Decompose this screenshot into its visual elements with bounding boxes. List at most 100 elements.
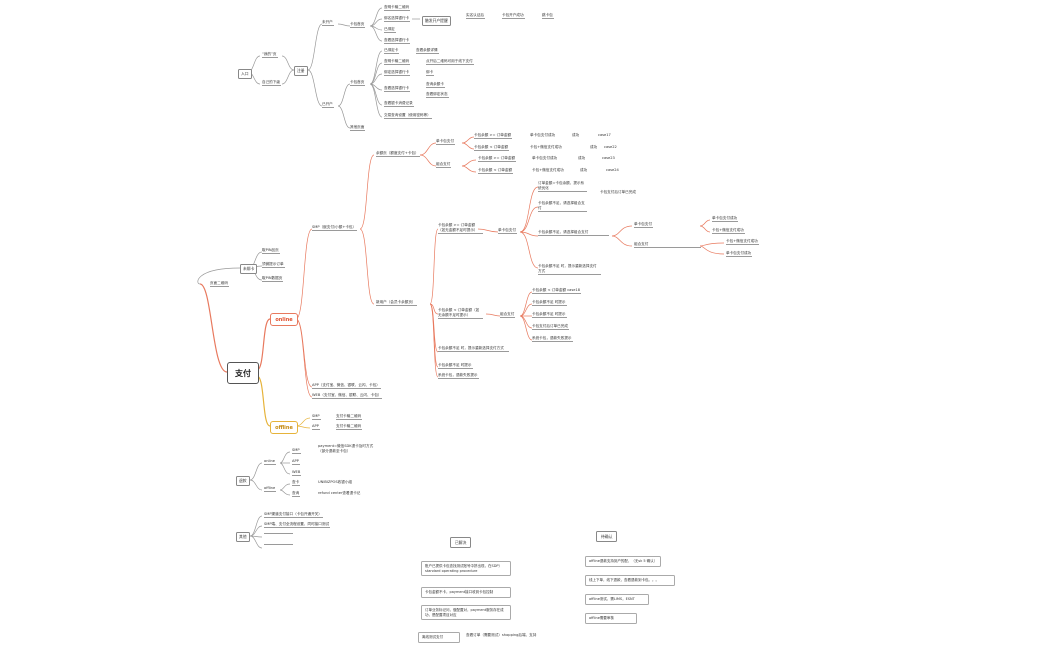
rule-left-node[interactable]: 卡包余额 >= 订单金额（如无金额不足时提示） xyxy=(438,223,483,234)
refund-offline[interactable]: offline xyxy=(264,486,277,492)
combo-pay-node[interactable]: 组合支付 xyxy=(436,162,452,168)
new-user-label[interactable]: 未开户 xyxy=(322,20,334,26)
open-notice[interactable]: 触发开户提醒 xyxy=(422,16,451,26)
leaf-card[interactable]: 单卡包支付成功 xyxy=(712,216,739,222)
left-item-3[interactable]: 取PIN数据页 xyxy=(262,276,284,282)
rule-0-res: 单卡包支付成功 xyxy=(530,133,556,137)
old-sub-2[interactable]: 绑卡 xyxy=(426,70,435,76)
notice-step-2[interactable]: 跳卡包 xyxy=(542,13,554,19)
old-sub-1[interactable]: 点开后二维码可用于线下支付 xyxy=(426,59,474,65)
misc-node-2[interactable]: 系统卡包，退款失败提示 xyxy=(438,373,479,379)
leaf-combo[interactable]: 卡包+微信支付成功 xyxy=(712,228,745,234)
single-pay-node[interactable]: 单卡包支付 xyxy=(436,139,455,145)
old-item-0[interactable]: 已绑定卡 xyxy=(384,48,400,54)
resolved-card-3[interactable]: 离线测试支付 xyxy=(418,632,460,643)
refund-web[interactable]: WEB xyxy=(292,470,302,476)
refund-node[interactable]: 退款 xyxy=(236,476,250,486)
leaf-single-2[interactable]: 单卡包支付成功 xyxy=(726,251,753,257)
refund-app[interactable]: APP xyxy=(292,459,300,465)
combo-item-2[interactable]: 卡包余额不足，请选择组合支付 xyxy=(538,201,587,212)
todo-card-1[interactable]: 线上下单，线下退款，查看退款到卡包。。。 xyxy=(585,575,675,586)
notice-step-1[interactable]: 卡包开户成功 xyxy=(502,13,525,19)
misc-node-1[interactable]: 卡包余额不足 时提示 xyxy=(438,363,473,369)
combo-sub-0[interactable]: 卡包余额 < 订单金额 case18 xyxy=(532,288,582,294)
misc-node-0[interactable]: 卡包余额不足 时，提示重新选择支付方式 xyxy=(438,346,509,352)
single-pay-sub[interactable]: 单卡包支付 xyxy=(498,228,517,234)
entry-subordinate[interactable]: 自己的下级 xyxy=(262,80,281,86)
offline-app-val[interactable]: 支付卡输二维码 xyxy=(336,424,363,430)
other-node[interactable]: 其他 xyxy=(236,532,250,542)
leaf-combo-2[interactable]: 卡包+微信支付成功 xyxy=(726,239,759,245)
refund-off-0[interactable]: 查卡 xyxy=(292,480,301,486)
left-item-2[interactable]: 须微提示订单 xyxy=(262,262,285,268)
combo-sub-2[interactable]: 卡包余额不足 时提示 xyxy=(532,312,567,318)
offline-smp[interactable]: SMP xyxy=(312,414,321,420)
combo-pay-sub[interactable]: 组合支付 xyxy=(500,312,516,318)
todo-card-2[interactable]: offline测试，需LIMS，ESNT xyxy=(585,594,649,605)
old-sub-4[interactable]: 查看绑定状态 xyxy=(426,92,449,98)
new-item-2[interactable]: 已绑定 xyxy=(384,27,396,33)
rule-3-tag: 成功 xyxy=(580,168,588,172)
resolved-card-2[interactable]: 订单业务标记问，做配置对，payment服务存在成功，是配置项目对应 xyxy=(421,605,511,621)
smp-node[interactable]: SMP（嵌支付/小额+卡包） xyxy=(312,225,358,231)
rule-1-cond[interactable]: 卡包余额 < 订单金额 xyxy=(474,145,510,151)
other-item-3[interactable] xyxy=(264,544,293,545)
old-item-2[interactable]: 绑定选择银行卡 xyxy=(384,70,411,76)
old-sub-3[interactable]: 查询余额卡 xyxy=(426,82,445,88)
old-item-5[interactable]: 交易查询设置（使用密码等） xyxy=(384,113,432,119)
todo-card-0[interactable]: offline退款支持到户的配，（无sk 5 确认） xyxy=(585,556,661,567)
notice-step-0[interactable]: 实名认证后 xyxy=(466,13,485,19)
left-item-0[interactable]: 取PIN品页 xyxy=(262,248,280,254)
combo-item-misc[interactable]: 卡包余额不足 时，提示重新选择支付方式 xyxy=(538,264,601,275)
resolved-card-1[interactable]: 卡包金额不卡，payment接口收到卡包控制 xyxy=(421,587,511,598)
other-pages[interactable]: 其他页面 xyxy=(350,125,366,131)
card-page-old[interactable]: 卡包首页 xyxy=(350,80,366,86)
old-sub-0[interactable]: 查看余额详情 xyxy=(416,48,439,54)
resolved-card-0[interactable]: 账户已提供卡包查找测试账号中拼出现，在SDP）standard operatin… xyxy=(421,561,511,577)
refund-smp[interactable]: SMP xyxy=(292,448,301,454)
todo-card-3[interactable]: offline需要审核 xyxy=(585,613,637,624)
root-node[interactable]: 支付 xyxy=(227,362,259,384)
existing-user-node[interactable]: 新用户（会员卡余额页） xyxy=(376,300,417,306)
offline-node[interactable]: offline xyxy=(270,421,298,434)
user-node[interactable]: 入口 xyxy=(238,69,252,79)
old-item-3[interactable]: 查看选择银行卡 xyxy=(384,86,411,92)
resolved-title[interactable]: 已解决 xyxy=(450,537,472,548)
new-item-0[interactable]: 查明卡输二维码 xyxy=(384,5,411,11)
unlimited-node[interactable]: 未绑卡 xyxy=(240,264,258,274)
new-item-1[interactable]: 绑名选择银行卡 xyxy=(384,16,411,22)
online-node[interactable]: online xyxy=(270,313,298,326)
web-node[interactable]: WEB（支付宝、微信、银联、云闪、卡包） xyxy=(312,393,383,399)
rule-left2-node[interactable]: 卡包余额 < 订单金额（如无余额不足时提示） xyxy=(438,308,483,319)
app-node[interactable]: APP（支付宝、微信、银联、云闪、卡包） xyxy=(312,383,381,389)
other-item-2[interactable] xyxy=(264,533,293,534)
combo-sub-4[interactable]: 系统卡包，退款失败提示 xyxy=(532,336,573,342)
first-page-node[interactable]: 余额页（额度支付+卡包） xyxy=(376,151,420,157)
rule-2-tag: 成功 xyxy=(578,156,586,160)
todo-title[interactable]: 待确认 xyxy=(596,531,618,542)
combo-item-0[interactable]: 订单金额=卡包余额，提示系统优化 xyxy=(538,181,587,192)
other-item-1[interactable]: SMP端、支付全流程设置、同时接口测试 xyxy=(264,522,331,528)
register-node[interactable]: 注册 xyxy=(294,66,308,76)
combo-item-3[interactable]: 卡包余额不足，请选择组合支付 xyxy=(538,230,609,236)
offline-app[interactable]: APP xyxy=(312,424,320,430)
single-pay-leaf[interactable]: 单卡包支付 xyxy=(634,222,653,228)
offline-smp-val[interactable]: 支付卡输二维码 xyxy=(336,414,363,420)
refund-off-1[interactable]: 查询 xyxy=(292,491,301,497)
old-user-label[interactable]: 已开户 xyxy=(322,102,334,108)
combo-pay-leaf[interactable]: 组合支付 xyxy=(634,242,701,248)
page-qr-label[interactable]: 页面二维码 xyxy=(210,281,229,287)
entry-my-page[interactable]: “我的”页 xyxy=(262,52,278,58)
old-item-1[interactable]: 查明卡输二维码 xyxy=(384,59,411,65)
combo-sub-3[interactable]: 卡包支付后订单已完成 xyxy=(532,324,569,330)
new-item-3[interactable]: 查看选择银行卡 xyxy=(384,38,411,44)
combo-sub-1[interactable]: 卡包余额不足 时提示 xyxy=(532,300,567,306)
refund-online[interactable]: online xyxy=(264,459,276,465)
old-item-4[interactable]: 查看银卡消费记录 xyxy=(384,101,414,107)
card-page-new[interactable]: 卡包首页 xyxy=(350,22,366,28)
resolved-card-tail: 查看订单（需要测试）shopping后端、支持 xyxy=(466,633,537,637)
rule-0-cond[interactable]: 卡包余额 >= 订单金额 xyxy=(474,133,513,139)
other-item-0[interactable]: SMP渠道支付接口（卡包开通开关） xyxy=(264,512,323,518)
rule-3-cond[interactable]: 卡包余额 < 订单金额 xyxy=(478,168,514,174)
rule-2-cond[interactable]: 卡包余额 >= 订单金额 xyxy=(478,156,517,162)
